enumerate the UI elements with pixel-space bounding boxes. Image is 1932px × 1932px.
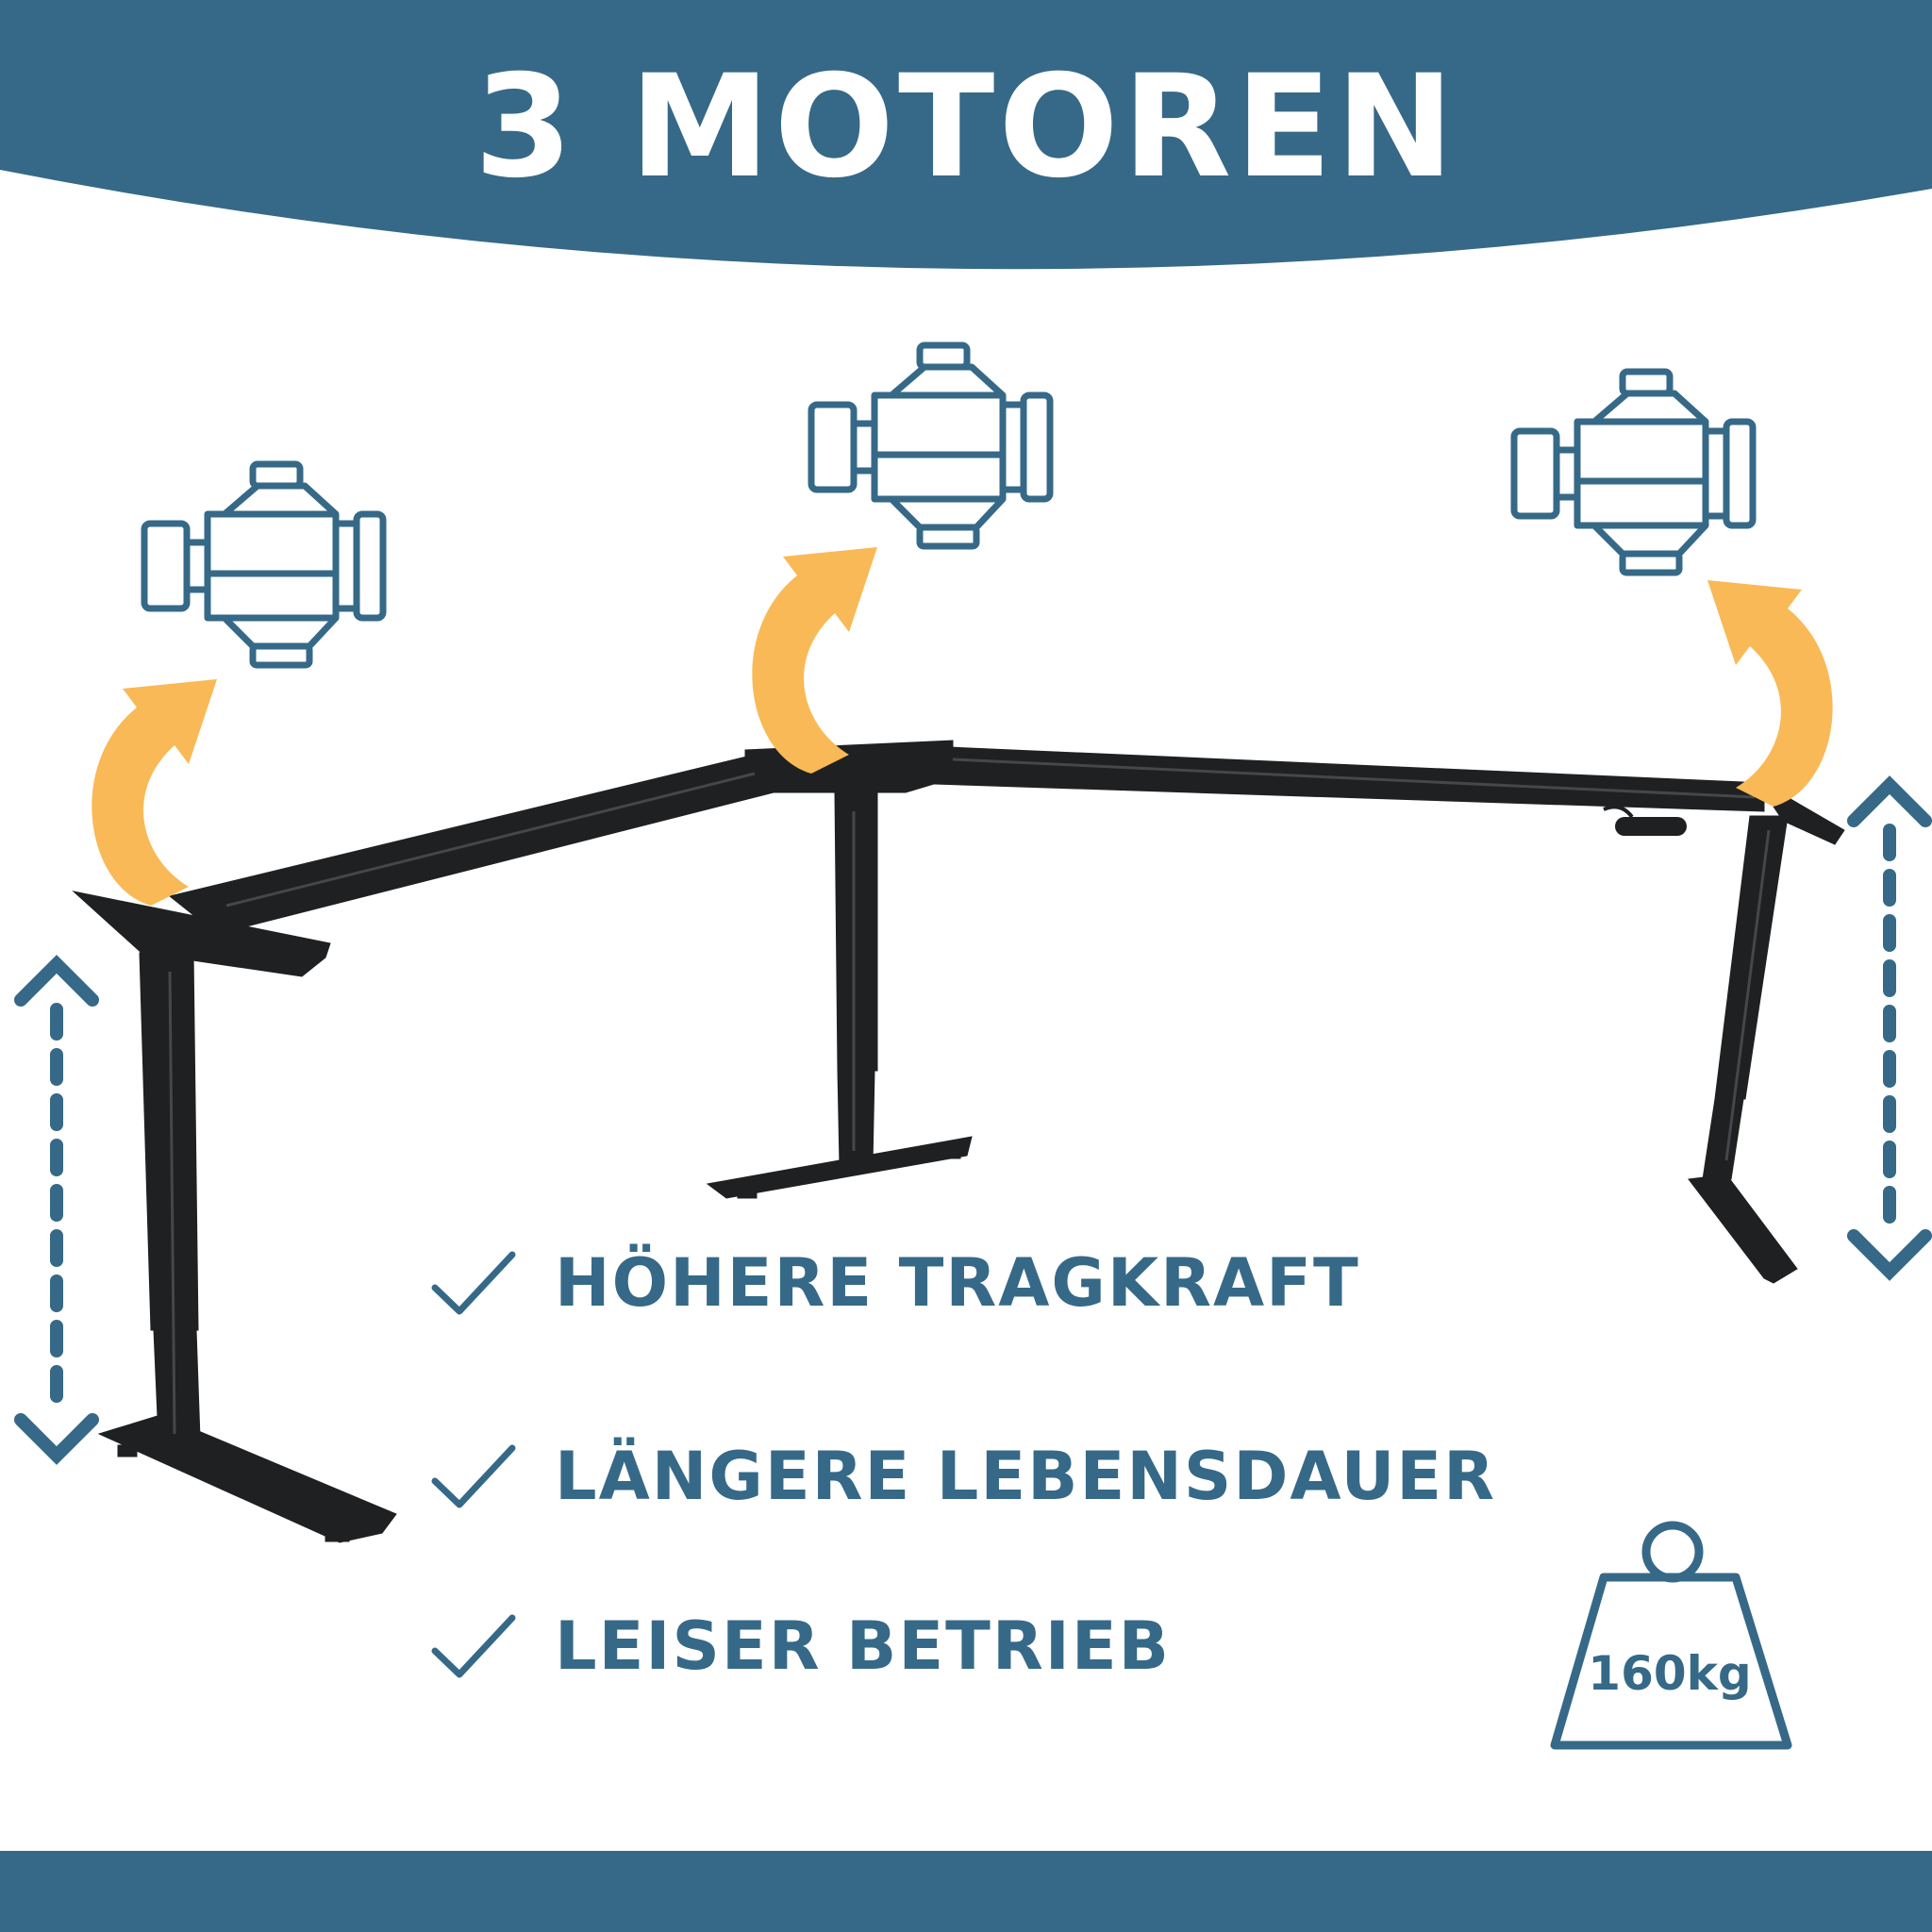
vertical-dashed-arrow-icon (14, 955, 99, 1465)
leg-center-lower (837, 1070, 875, 1166)
motor-icon (811, 345, 1050, 546)
vertical-dashed-arrow-icon (1847, 775, 1932, 1281)
feature-label: LEISER BETRIEB (555, 1607, 1172, 1685)
leg-left-upper (139, 952, 199, 1331)
feature-item: LEISER BETRIEB (429, 1608, 1171, 1684)
desk-frame (72, 740, 1845, 1543)
checkmark-icon (431, 1251, 516, 1315)
feature-label: HÖHERE TRAGKRAFT (555, 1244, 1360, 1322)
checkmark-icon (431, 1444, 516, 1508)
leg-right-lower (1702, 1098, 1744, 1180)
frame-beam-details (168, 758, 1771, 1435)
feature-item: LÄNGERE LEBENSDAUER (429, 1439, 1496, 1514)
foot-right (1688, 1174, 1798, 1284)
curved-arrow-icon (752, 547, 877, 774)
foot-left-pad (325, 1529, 350, 1542)
curved-arrow-icon (92, 679, 218, 906)
motor-icon (144, 464, 383, 665)
leg-center-upper (834, 791, 878, 1072)
foot-right-pad (1763, 1263, 1784, 1274)
page-title: 3 MOTOREN (474, 45, 1458, 209)
control-panel (1603, 805, 1687, 836)
foot-left (97, 1414, 397, 1543)
weight-label: 160kg (1588, 1646, 1752, 1701)
foot-left-pad-back (117, 1444, 138, 1457)
footer-band (0, 1851, 1932, 1932)
motor-icon (1514, 372, 1753, 573)
foot-center (706, 1136, 973, 1199)
weight-icon (1550, 1521, 1792, 1750)
frame-beam-left (168, 754, 907, 935)
feature-label: LÄNGERE LEBENSDAUER (555, 1438, 1497, 1515)
frame-bracket-left (72, 891, 331, 977)
feature-item: HÖHERE TRAGKRAFT (429, 1245, 1360, 1321)
header-banner (0, 0, 1932, 270)
checkmark-icon (431, 1614, 516, 1678)
foot-center-pad (737, 1186, 758, 1199)
foot-center-pad-back (942, 1148, 961, 1159)
curved-arrow-icon (1707, 580, 1833, 807)
